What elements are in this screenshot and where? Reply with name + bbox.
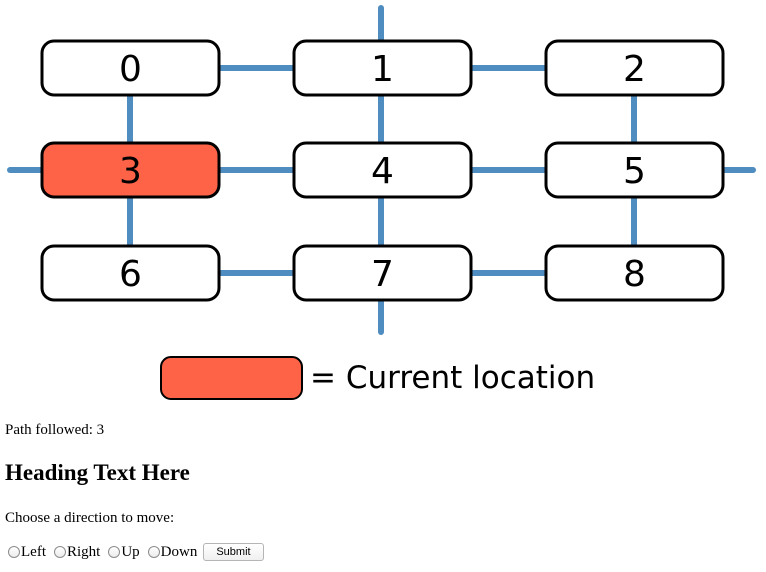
grid-node-8: 8 [544,244,725,302]
grid-node-2: 2 [544,39,725,97]
grid-node-label: 5 [623,151,646,192]
radio-left[interactable] [8,546,20,558]
direction-prompt: Choose a direction to move: [5,510,175,526]
radio-left-label: Left [21,543,46,560]
grid-node-label: 0 [119,49,142,90]
path-followed: Path followed: 3 [5,422,105,438]
radio-option-up[interactable]: Up [108,543,140,561]
legend: = Current location [160,356,595,400]
grid-node-4: 4 [292,141,473,199]
grid-node-label: 6 [119,254,142,295]
submit-button[interactable]: Submit [203,543,264,561]
grid-node-6: 6 [40,244,221,302]
radio-down[interactable] [147,546,160,558]
grid-node-box [544,141,725,199]
grid-node-label: 3 [119,151,142,192]
grid-node-0: 0 [40,39,221,97]
grid-node-1: 1 [292,39,473,97]
radio-up[interactable] [108,546,121,558]
grid-node-box [544,244,725,302]
radio-option-left[interactable]: Left [8,544,46,561]
page-heading: Heading Text Here [5,460,190,485]
grid-node-label: 7 [371,254,394,295]
grid-node-box [544,39,725,97]
grid-node-box [292,141,473,199]
grid-node-label: 8 [623,254,646,295]
grid-node-box [40,244,221,302]
grid-node-7: 7 [292,244,473,302]
radio-right[interactable] [53,546,66,558]
grid-nodes: 0 1 2 3 4 5 6 7 8 [40,39,725,302]
grid-node-box [40,39,221,97]
grid-node-label: 1 [371,49,394,90]
radio-option-right[interactable]: Right [53,543,101,561]
grid-node-box [292,244,473,302]
grid-node-label: 4 [371,151,394,192]
grid-map: 0 1 2 3 4 5 6 7 8 = Current location [7,5,756,400]
grid-node-box [40,141,221,199]
legend-swatch [160,356,303,400]
grid-node-3: 3 [40,141,221,199]
direction-form: Left Right Up Down Submit [8,543,264,561]
grid-node-box [292,39,473,97]
radio-option-down[interactable]: Down [147,543,198,561]
legend-text: = Current location [310,360,595,396]
grid-node-5: 5 [544,141,725,199]
radio-down-label: Down [160,543,198,560]
grid-node-label: 2 [623,49,646,90]
radio-up-label: Up [121,543,140,560]
radio-right-label: Right [66,543,101,560]
